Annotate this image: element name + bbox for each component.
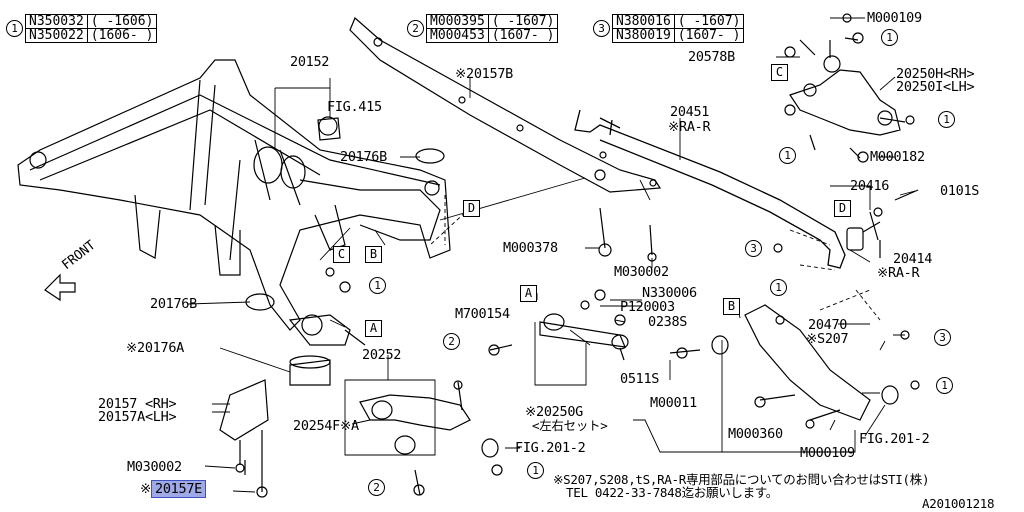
- label-20250i[interactable]: 20250I<LH>: [896, 79, 975, 95]
- callout-3-right[interactable]: 3: [934, 329, 951, 346]
- legend-date-range: (1606- ): [86, 28, 158, 43]
- callout-1-bushing[interactable]: 1: [936, 377, 953, 394]
- label-s207: ※S207: [806, 331, 849, 347]
- label-20157b[interactable]: ※20157B: [455, 66, 513, 82]
- callout-1-top-right[interactable]: 1: [881, 29, 898, 46]
- label-m000182[interactable]: M000182: [870, 149, 925, 165]
- legend-date-range: (1607- ): [487, 28, 559, 43]
- stabilizer-bar-drawing: [574, 109, 846, 269]
- front-arrow: [44, 273, 76, 302]
- rear-subframe-drawing: [17, 59, 451, 346]
- ref-box-d-right[interactable]: D: [834, 200, 851, 217]
- label-20451[interactable]: 20451: [670, 104, 710, 120]
- callout-1-arm-bottom[interactable]: 1: [779, 147, 796, 164]
- label-20254f[interactable]: 20254F※A: [293, 419, 359, 433]
- label-m000109-low[interactable]: M000109: [800, 445, 855, 461]
- label-20416[interactable]: 20416: [850, 178, 890, 194]
- legend-callout-2: 2 M000395 ( -1607) M000453 (1607- ): [405, 14, 559, 43]
- label-0101s[interactable]: 0101S: [940, 183, 980, 199]
- label-ra-r-2: ※RA-R: [877, 265, 920, 281]
- label-20157a-lh[interactable]: 20157A<LH>: [98, 409, 177, 425]
- label-p120003[interactable]: P120003: [620, 299, 675, 315]
- label-ra-r-1: ※RA-R: [668, 119, 711, 135]
- label-20152[interactable]: 20152: [290, 54, 330, 70]
- label-m00011[interactable]: M00011: [650, 395, 697, 411]
- diagram-reference-id: A201001218: [922, 496, 995, 511]
- legend-part-number: N350032: [25, 14, 88, 29]
- label-20157e[interactable]: ※20157E: [140, 480, 206, 498]
- ref-box-c-right[interactable]: C: [771, 64, 788, 81]
- ref-box-b-right[interactable]: B: [723, 298, 740, 315]
- label-20252[interactable]: 20252: [362, 347, 402, 363]
- legend-date-range: (1607- ): [673, 28, 745, 43]
- label-fig201-a[interactable]: FIG.201-2: [515, 440, 586, 456]
- callout-2-bottom[interactable]: 2: [368, 479, 385, 496]
- callout-1-lower[interactable]: 1: [770, 279, 787, 296]
- stabilizer-link-drawing: [846, 189, 919, 258]
- label-sayu-set: <左右セット>: [532, 418, 608, 433]
- label-20250g[interactable]: ※20250G: [525, 404, 583, 420]
- bolts-drawing: [244, 13, 920, 496]
- legend-part-number: N350022: [25, 28, 88, 43]
- label-20157-rh[interactable]: 20157 <RH>: [98, 396, 177, 412]
- label-20157e-highlight: 20157E: [151, 480, 206, 498]
- mounts-drawing: [245, 148, 445, 386]
- legend-callout-3: 3 N380016 ( -1607) N380019 (1607- ): [591, 14, 745, 43]
- callout-1-subframe[interactable]: 1: [369, 277, 386, 294]
- ref-box-c-center[interactable]: C: [333, 246, 350, 263]
- legend-date-range: ( -1607): [673, 14, 745, 29]
- label-20176a[interactable]: ※20176A: [126, 340, 184, 356]
- label-20470[interactable]: 20470: [808, 317, 848, 333]
- label-20176b-top[interactable]: 20176B: [340, 149, 387, 165]
- callout-2-marker: 2: [407, 20, 424, 37]
- callout-2-upper[interactable]: 2: [443, 333, 460, 350]
- callout-1-arm-right[interactable]: 1: [938, 111, 955, 128]
- label-m000109-top[interactable]: M000109: [867, 10, 922, 26]
- upper-arm-20250h-drawing: [789, 32, 906, 159]
- legend-part-number: N380019: [612, 28, 675, 43]
- label-20176b-left[interactable]: 20176B: [150, 296, 197, 312]
- ref-box-d-center[interactable]: D: [463, 200, 480, 217]
- label-n330006[interactable]: N330006: [642, 285, 697, 301]
- label-20254f-suffix: ※A: [339, 418, 359, 434]
- legend-part-number: N380016: [612, 14, 675, 29]
- callout-3-marker: 3: [593, 20, 610, 37]
- label-0238s[interactable]: 0238S: [648, 314, 688, 330]
- lower-arms-drawing: [359, 304, 899, 458]
- sti-note-line1: ※S207,S208,tS,RA-R専用部品についてのお問い合わせはSTI(株): [553, 472, 930, 487]
- legend-date-range: ( -1607): [487, 14, 559, 29]
- label-20414[interactable]: 20414: [893, 251, 933, 267]
- label-fig415[interactable]: FIG.415: [327, 99, 382, 115]
- label-20578b[interactable]: 20578B: [688, 49, 735, 65]
- stay-20157-drawing: [219, 379, 269, 498]
- legend-part-number: M000453: [426, 28, 489, 43]
- callout-1-marker: 1: [6, 20, 23, 37]
- ref-box-a-center[interactable]: A: [520, 285, 537, 302]
- legend-callout-1: 1 N350032 ( -1606) N350022 (1606- ): [4, 14, 158, 43]
- label-m700154[interactable]: M700154: [455, 306, 510, 322]
- leader-lines: [187, 17, 916, 493]
- legend-part-number: M000395: [426, 14, 489, 29]
- label-fig201-b[interactable]: FIG.201-2: [859, 431, 930, 447]
- callout-1-bottom[interactable]: 1: [527, 462, 544, 479]
- ref-box-a-left[interactable]: A: [365, 320, 382, 337]
- ref-box-b-center[interactable]: B: [365, 246, 382, 263]
- legend-date-range: ( -1606): [86, 14, 158, 29]
- sti-note-line2: TEL 0422-33-7848迄お願いします。: [566, 485, 778, 500]
- label-m000378[interactable]: M000378: [503, 240, 558, 256]
- label-20254f-number: 20254F: [293, 418, 340, 434]
- label-m000360[interactable]: M000360: [728, 426, 783, 442]
- callout-3-link[interactable]: 3: [745, 240, 762, 257]
- label-20157e-mark: ※: [140, 481, 152, 497]
- label-m030002-mid[interactable]: M030002: [614, 264, 669, 280]
- label-20250h[interactable]: 20250H<RH>: [896, 66, 975, 82]
- label-m030002-low[interactable]: M030002: [127, 459, 182, 475]
- label-0511s[interactable]: 0511S: [620, 371, 660, 387]
